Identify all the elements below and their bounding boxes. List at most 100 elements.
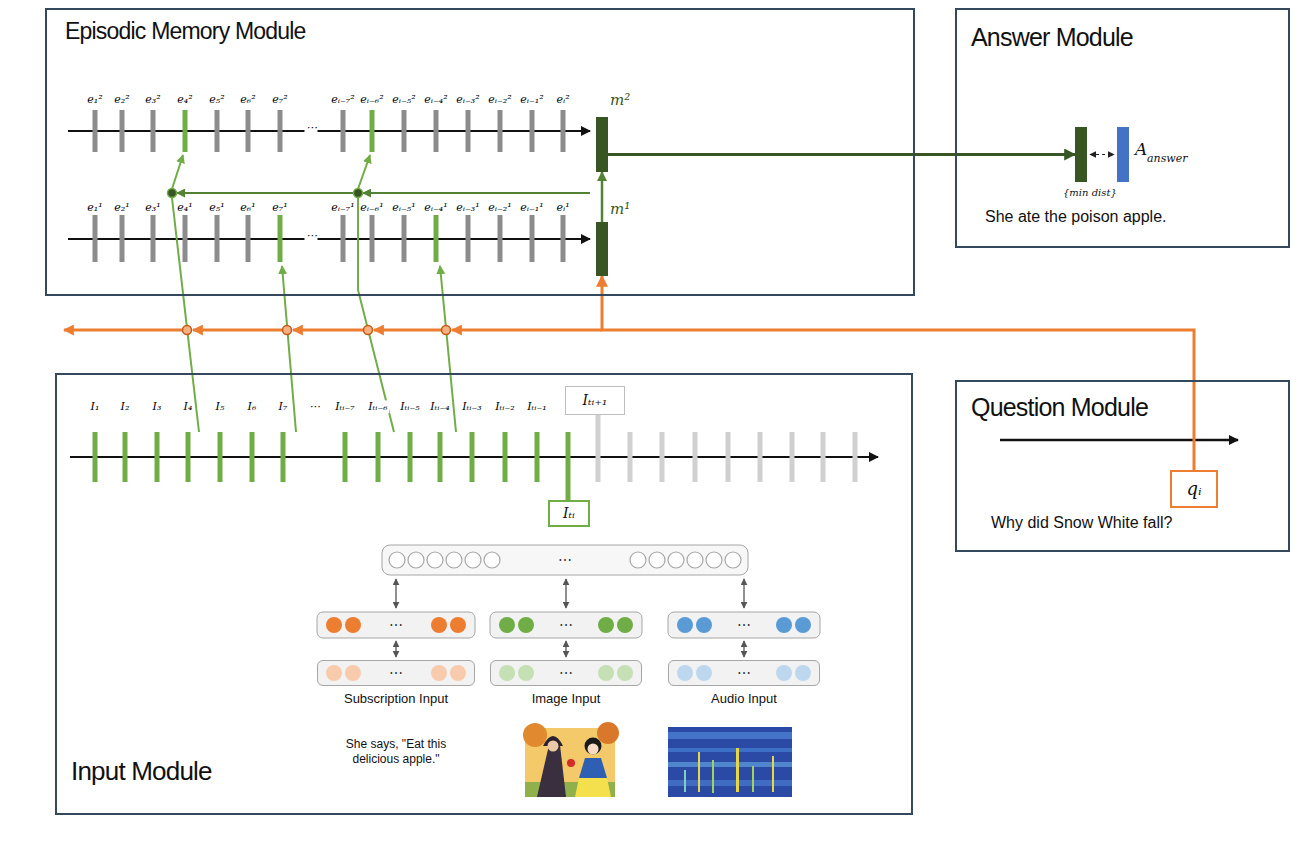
time-axis [68,130,590,132]
input-label: I₄ [183,400,194,413]
skirt [575,778,611,797]
neuron [630,552,646,568]
node-text: answer [1147,152,1187,165]
streak [772,756,774,792]
neuron [431,665,447,681]
neuron [518,617,534,633]
gate-dot [283,326,292,335]
neuron [598,665,614,681]
memory-label: eᵢ₋₅¹ [391,201,416,214]
double-arrow [565,579,566,608]
neuron [499,617,515,633]
tree [523,723,547,747]
fusion-layer [382,545,748,575]
streak [684,770,686,792]
streak [736,748,739,792]
memory-label: eᵢ₋₁² [519,93,544,106]
attended-bars [185,110,372,152]
memory-label: e₁² [86,93,103,106]
memory-label: e₆¹ [239,201,256,214]
memory-label: e₅² [208,93,225,106]
neuron-group [326,617,466,633]
subtitle-text: She says, "Eat this delicious apple." [321,737,471,767]
module-panel: Input ModuleIₜᵢIₜᵢ₊₁Subscription InputIm… [55,373,913,815]
double-arrow [565,641,566,657]
node-label: Audio Input [711,691,777,707]
neuron [598,617,614,633]
ellipsis: ⋯ [389,618,403,632]
connector [608,153,1075,156]
band [668,732,792,739]
neuron [687,552,703,568]
node-label: Iₜᵢ [563,505,575,521]
ellipsis: ⋯ [305,121,318,134]
neuron-group [499,617,633,633]
neuron [431,617,447,633]
memory-label: e₃² [144,93,161,106]
memory-label: eᵢ₋₇¹ [330,201,355,214]
attention-link [358,198,394,432]
neuron [518,665,534,681]
question-axis [1000,439,1238,442]
spectrogram-background [668,727,792,797]
neuron [795,617,811,633]
attention-dot [168,189,177,198]
streak [712,760,714,793]
node-label: Question Module [971,392,1148,422]
input-label: Iₜᵢ₋₁ [526,400,548,413]
input-label: Iₜᵢ₋₄ [429,400,451,413]
neuron [677,617,693,633]
streak [752,766,754,792]
ellipsis: ⋯ [737,666,751,680]
ellipsis: ⋯ [308,400,321,413]
double-arrow [395,641,396,657]
memory-label: e₃¹ [144,201,161,214]
node-label: qᵢ [1186,479,1201,500]
input-label: I₆ [247,400,258,413]
attention-line [177,192,353,194]
double-arrow [743,641,744,657]
memory-label: eᵢ₋₁¹ [519,201,544,214]
neuron [345,665,361,681]
input-label: I₂ [120,400,131,413]
attention-link [358,155,370,189]
neuron-group [677,665,811,681]
node-label: Answer Module [971,22,1133,52]
spectrogram [668,727,792,797]
neuron-group [677,617,811,633]
node-text: She ate the poison apple. [985,208,1166,226]
node-text: Why did Snow White fall? [991,514,1172,532]
question-line [374,329,441,332]
neuron [499,665,515,681]
input-label: I₁ [90,400,101,413]
memory-label: e₁¹ [86,201,103,214]
witch [537,745,566,797]
neuron [725,552,741,568]
neuron [776,665,792,681]
answer-vector: Aanswer [1117,127,1129,182]
memory-label: eᵢ₋₂² [487,93,512,106]
neuron [776,617,792,633]
double-arrows [396,579,744,657]
neuron [326,665,342,681]
input-label: Iₜᵢ₋₅ [399,400,421,413]
neuron [677,665,693,681]
neuron [450,665,466,681]
ellipsis: ⋯ [305,229,318,242]
next-input: Iₜᵢ₊₁ [565,386,625,415]
neuron [427,552,443,568]
memory-label: e₆² [239,93,256,106]
encoder-layer [490,612,642,638]
neuron [696,617,712,633]
neuron [668,552,684,568]
neuron-group [499,665,633,681]
memory-vector: m² [596,117,608,172]
memory-label: eᵢ₋₃¹ [455,201,480,214]
node-label: Input Module [71,756,212,787]
module-panel: Episodic Memory Modulem²m¹ [45,8,915,296]
memory-label: eᵢ₋₇² [330,93,355,106]
neuron [450,617,466,633]
